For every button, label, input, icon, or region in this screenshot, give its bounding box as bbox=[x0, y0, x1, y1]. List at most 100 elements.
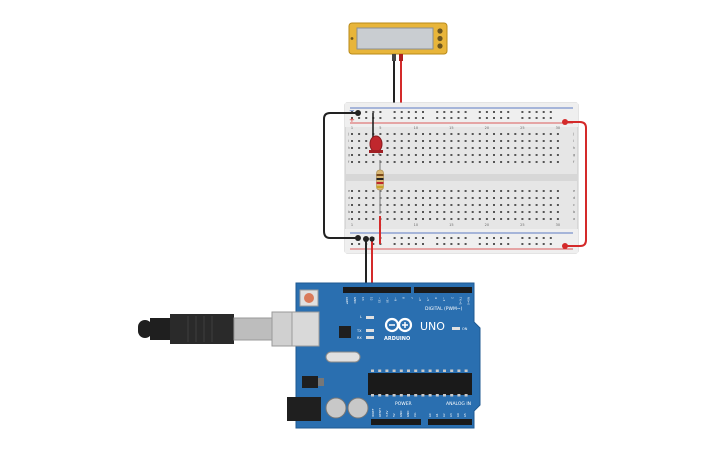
breadboard-hole[interactable] bbox=[507, 147, 510, 149]
breadboard-hole[interactable] bbox=[365, 147, 368, 149]
breadboard-hole[interactable] bbox=[478, 140, 481, 142]
breadboard-hole[interactable] bbox=[485, 140, 488, 142]
breadboard-hole[interactable] bbox=[365, 161, 368, 163]
breadboard-hole[interactable] bbox=[351, 218, 353, 220]
breadboard-hole[interactable] bbox=[535, 161, 538, 163]
breadboard-hole[interactable] bbox=[400, 140, 403, 142]
breadboard-hole[interactable] bbox=[450, 117, 453, 119]
breadboard-hole[interactable] bbox=[358, 117, 361, 119]
breadboard-hole[interactable] bbox=[372, 161, 375, 163]
breadboard-hole[interactable] bbox=[457, 154, 460, 156]
breadboard-hole[interactable] bbox=[464, 147, 467, 149]
breadboard-hole[interactable] bbox=[372, 197, 375, 199]
breadboard-hole[interactable] bbox=[478, 133, 481, 135]
breadboard-hole[interactable] bbox=[464, 197, 467, 199]
breadboard-hole[interactable] bbox=[429, 140, 432, 142]
breadboard-hole[interactable] bbox=[436, 190, 439, 192]
breadboard-hole[interactable] bbox=[542, 190, 545, 192]
breadboard-hole[interactable] bbox=[400, 147, 403, 149]
breadboard-hole[interactable] bbox=[422, 147, 424, 149]
breadboard-hole[interactable] bbox=[528, 154, 531, 156]
breadboard-hole[interactable] bbox=[422, 218, 424, 220]
breadboard-hole[interactable] bbox=[521, 133, 524, 135]
breadboard-hole[interactable] bbox=[464, 161, 467, 163]
breadboard-hole[interactable] bbox=[457, 243, 460, 245]
breadboard-hole[interactable] bbox=[393, 197, 396, 199]
breadboard-hole[interactable] bbox=[514, 211, 517, 213]
breadboard-hole[interactable] bbox=[450, 204, 453, 206]
breadboard-hole[interactable] bbox=[393, 243, 396, 245]
breadboard-hole[interactable] bbox=[358, 147, 361, 149]
breadboard-hole[interactable] bbox=[549, 140, 552, 142]
breadboard-hole[interactable] bbox=[542, 154, 545, 156]
breadboard-hole[interactable] bbox=[386, 133, 389, 135]
breadboard-hole[interactable] bbox=[450, 147, 453, 149]
breadboard-hole[interactable] bbox=[471, 218, 474, 220]
breadboard-hole[interactable] bbox=[422, 197, 424, 199]
breadboard-hole[interactable] bbox=[379, 111, 382, 113]
breadboard-hole[interactable] bbox=[493, 133, 495, 135]
breadboard-hole[interactable] bbox=[514, 133, 517, 135]
breadboard-hole[interactable] bbox=[521, 147, 524, 149]
breadboard-hole[interactable] bbox=[464, 154, 467, 156]
breadboard-hole[interactable] bbox=[414, 161, 417, 163]
breadboard-hole[interactable] bbox=[429, 204, 432, 206]
breadboard-hole[interactable] bbox=[443, 133, 446, 135]
breadboard-hole[interactable] bbox=[471, 161, 474, 163]
breadboard-hole[interactable] bbox=[464, 211, 467, 213]
breadboard-hole[interactable] bbox=[542, 133, 545, 135]
breadboard-hole[interactable] bbox=[464, 140, 467, 142]
breadboard-hole[interactable] bbox=[500, 190, 503, 192]
breadboard-hole[interactable] bbox=[393, 133, 396, 135]
breadboard-hole[interactable] bbox=[386, 197, 389, 199]
breadboard-hole[interactable] bbox=[485, 237, 488, 239]
breadboard-hole[interactable] bbox=[436, 161, 439, 163]
breadboard-hole[interactable] bbox=[393, 154, 396, 156]
breadboard-hole[interactable] bbox=[542, 243, 545, 245]
breadboard-hole[interactable] bbox=[379, 133, 382, 135]
breadboard-hole[interactable] bbox=[450, 243, 453, 245]
breadboard-hole[interactable] bbox=[485, 133, 488, 135]
breadboard-hole[interactable] bbox=[422, 111, 424, 113]
breadboard-hole[interactable] bbox=[400, 111, 403, 113]
breadboard-hole[interactable] bbox=[450, 211, 453, 213]
breadboard-hole[interactable] bbox=[528, 117, 531, 119]
breadboard-hole[interactable] bbox=[351, 190, 353, 192]
breadboard-hole[interactable] bbox=[407, 190, 410, 192]
breadboard-hole[interactable] bbox=[400, 154, 403, 156]
breadboard-hole[interactable] bbox=[542, 211, 545, 213]
breadboard-hole[interactable] bbox=[457, 190, 460, 192]
breadboard-hole[interactable] bbox=[556, 133, 559, 135]
breadboard-hole[interactable] bbox=[407, 243, 410, 245]
breadboard-hole[interactable] bbox=[507, 204, 510, 206]
breadboard-hole[interactable] bbox=[471, 190, 474, 192]
breadboard-hole[interactable] bbox=[422, 211, 424, 213]
breadboard-hole[interactable] bbox=[436, 133, 439, 135]
breadboard-hole[interactable] bbox=[407, 161, 410, 163]
breadboard-hole[interactable] bbox=[351, 147, 353, 149]
breadboard-hole[interactable] bbox=[493, 117, 495, 119]
breadboard-hole[interactable] bbox=[422, 133, 424, 135]
breadboard-hole[interactable] bbox=[358, 133, 361, 135]
breadboard-hole[interactable] bbox=[386, 204, 389, 206]
breadboard-hole[interactable] bbox=[407, 133, 410, 135]
breadboard-hole[interactable] bbox=[351, 154, 353, 156]
breadboard-hole[interactable] bbox=[414, 237, 417, 239]
breadboard-hole[interactable] bbox=[393, 140, 396, 142]
breadboard-hole[interactable] bbox=[372, 218, 375, 220]
breadboard-hole[interactable] bbox=[407, 218, 410, 220]
breadboard-hole[interactable] bbox=[500, 243, 503, 245]
breadboard-hole[interactable] bbox=[478, 117, 481, 119]
breadboard-hole[interactable] bbox=[436, 154, 439, 156]
breadboard-hole[interactable] bbox=[464, 204, 467, 206]
breadboard-hole[interactable] bbox=[535, 154, 538, 156]
breadboard-hole[interactable] bbox=[514, 154, 517, 156]
breadboard-hole[interactable] bbox=[443, 117, 446, 119]
breadboard-hole[interactable] bbox=[386, 161, 389, 163]
breadboard-hole[interactable] bbox=[507, 237, 510, 239]
breadboard-hole[interactable] bbox=[478, 190, 481, 192]
breadboard-hole[interactable] bbox=[429, 133, 432, 135]
breadboard-hole[interactable] bbox=[485, 197, 488, 199]
breadboard-hole[interactable] bbox=[478, 111, 481, 113]
breadboard-hole[interactable] bbox=[450, 154, 453, 156]
